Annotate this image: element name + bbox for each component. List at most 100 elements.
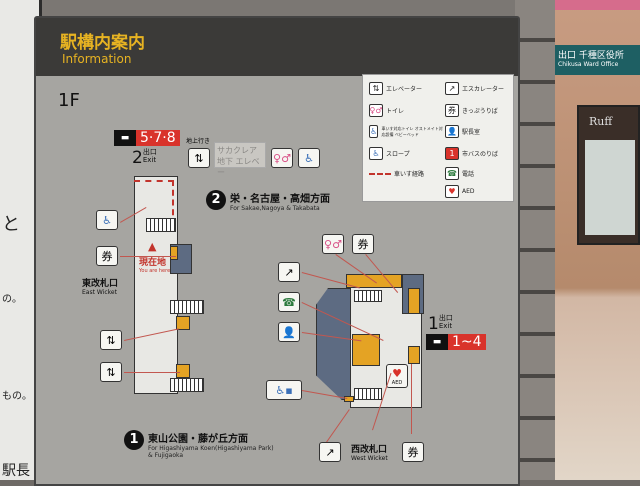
- slope-icon: ♿: [96, 210, 118, 230]
- legend-label: AED: [462, 188, 475, 195]
- restroom-icon: ♀♂: [322, 234, 344, 254]
- pink-banner: [555, 0, 640, 10]
- legend-label: 電話: [462, 171, 475, 178]
- ticket-office-icon: 券: [445, 104, 459, 117]
- legend-label: 車いす対応トイレ オストメイト対応設備 ベビーベッド: [381, 125, 443, 137]
- wheelchair-route: [134, 180, 174, 225]
- legend-label: トイレ: [386, 108, 405, 115]
- elevator-icon: ⇅: [100, 330, 122, 350]
- legend-label: 駅長室: [462, 129, 481, 136]
- sign-subtitle: Information: [62, 52, 132, 66]
- paper-text: と: [2, 214, 20, 235]
- ticket-office-icon: 券: [352, 234, 374, 254]
- wicket-en: East Wicket: [82, 289, 117, 296]
- multipurpose-toilet-icon: ♿: [369, 125, 379, 138]
- station-map-sign: 駅構内案内 Information 1F ⇅エレベーター ↗エスカレーター ♀♂…: [34, 16, 520, 486]
- ticket-office-icon: 券: [96, 246, 118, 266]
- bus-icon: ▬: [114, 130, 136, 146]
- legend-label: エレベーター: [386, 86, 423, 93]
- paper-text: もの。: [2, 391, 32, 402]
- restroom-icon: ♀♂: [369, 104, 383, 117]
- you-are-here-en: You are here: [139, 268, 171, 274]
- escalator-icon: ↗: [445, 82, 459, 95]
- legend-label: エスカレーター: [462, 86, 505, 93]
- west-concourse: [134, 176, 178, 394]
- direction-number: 2: [206, 190, 226, 210]
- wicket-jp: 西改札口: [351, 445, 388, 455]
- legend-label: スロープ: [386, 151, 410, 158]
- bus-stop-badge-exit1: ▬1~4: [426, 334, 486, 350]
- bus-stop-icon: 1: [445, 147, 459, 160]
- stairs: [170, 300, 204, 314]
- you-are-here-marker: ▲: [148, 240, 157, 253]
- phone-icon: ☎: [445, 167, 459, 180]
- exit-sign-jp: 出口 千種区役所: [558, 51, 624, 61]
- exit-en: Exit: [142, 156, 157, 164]
- elevator-icon: ⇅: [100, 362, 122, 382]
- ticket-office-area: [408, 288, 420, 314]
- paper-text: 駅長: [2, 463, 30, 479]
- direction-en: & Fujigaoka: [148, 452, 184, 459]
- legend-label: きっぷうりば: [462, 108, 498, 115]
- exit-jp: 出口: [142, 148, 157, 156]
- exit-sign-en: Chikusa Ward Office: [558, 61, 619, 68]
- ticket-office-area: [170, 246, 178, 260]
- wicket-en: West Wicket: [351, 455, 388, 462]
- direction-en: For Higashiyama Koen(Higashiyama Park): [148, 445, 274, 452]
- stairs: [146, 218, 176, 232]
- restroom-icon: ♀♂: [271, 148, 293, 168]
- station-master-icon: 👤: [278, 322, 300, 342]
- covered-sticker: サカクレア地下 エレベー: [214, 142, 266, 177]
- bus-icon: ▬: [426, 334, 448, 350]
- elevator-to-ground-label: 地上行き: [186, 138, 211, 145]
- shop-name: Ruff: [589, 115, 613, 128]
- stairs: [354, 388, 382, 400]
- elevator-icon: ⇅: [188, 148, 210, 168]
- stairs: [354, 290, 382, 302]
- exit-number: 2: [132, 148, 143, 168]
- phone-icon: ☎: [278, 292, 300, 312]
- route-icon: [369, 172, 391, 175]
- wheelchair-icon: ♿: [298, 148, 320, 168]
- bus-stop-numbers: 5·7·8: [136, 130, 180, 146]
- shop-area: [408, 346, 420, 364]
- escalator-icon: ↗: [319, 442, 341, 462]
- you-are-here-jp: 現在地: [139, 258, 167, 268]
- direction-en: For Sakae,Nagoya & Takabata: [230, 205, 320, 212]
- shop-window: [585, 140, 635, 235]
- multipurpose-toilet-icon: ♿▪: [266, 380, 302, 400]
- aed-icon: ♥: [445, 185, 459, 198]
- floor-label: 1F: [58, 90, 80, 111]
- paper-text: の。: [2, 294, 22, 305]
- bus-stop-badge-exit2: ▬5·7·8: [114, 130, 180, 146]
- elevator-area: [176, 316, 190, 330]
- aed-label: AED: [391, 379, 403, 386]
- legend-label: 車いす経路: [394, 171, 425, 178]
- bus-stop-numbers: 1~4: [448, 334, 486, 350]
- legend: ⇅エレベーター ↗エスカレーター ♀♂トイレ 券きっぷうりば ♿車いす対応トイレ…: [362, 74, 514, 202]
- sign-header: 駅構内案内 Information: [36, 18, 518, 76]
- legend-label: 市バスのりば: [462, 151, 499, 158]
- station-master-icon: 👤: [445, 125, 459, 138]
- exit-jp: 出口: [438, 314, 453, 322]
- exit-en: Exit: [438, 322, 453, 330]
- tiled-pillar: [515, 0, 557, 480]
- wicket-jp: 東改札口: [82, 279, 119, 289]
- exit-number: 1: [428, 314, 439, 334]
- direction-number: 1: [124, 430, 144, 450]
- escalator-icon: ↗: [278, 262, 300, 282]
- aed-icon: ♥AED: [386, 364, 408, 388]
- sign-title: 駅構内案内: [60, 33, 145, 53]
- toilet-area: [344, 396, 354, 402]
- stairs: [170, 378, 204, 392]
- direction-jp: 栄・名古屋・高畑方面: [230, 194, 330, 205]
- elevator-area: [176, 364, 190, 378]
